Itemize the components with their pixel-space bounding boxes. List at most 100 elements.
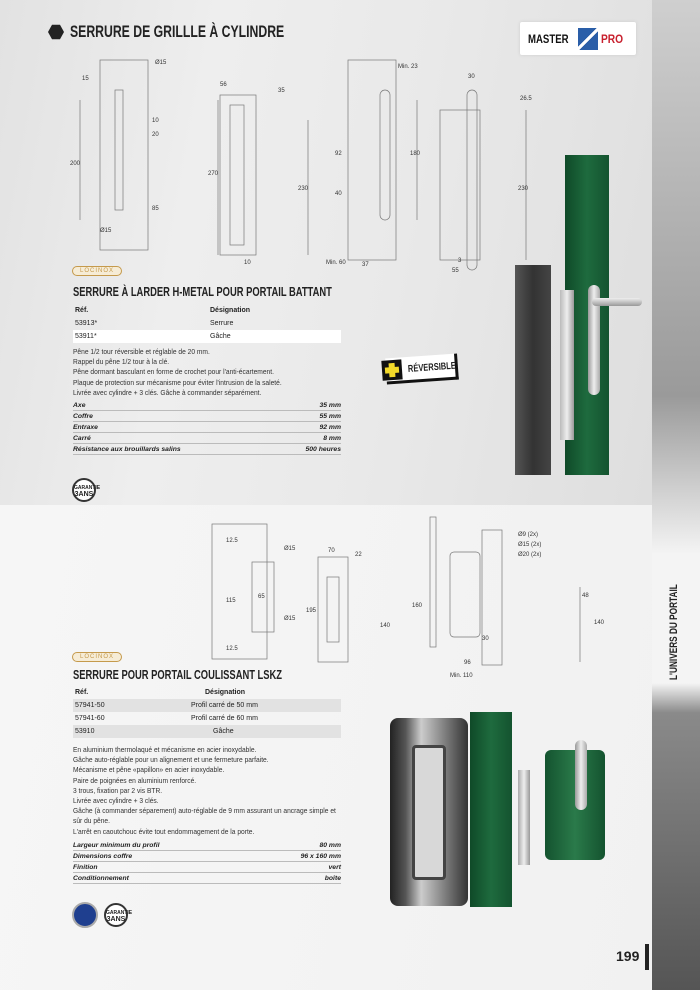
locinox-logo: LOCINOX [72,652,122,662]
dim-label: 12.5 [226,538,238,544]
technical-drawing-1: Ø15 15 200 10 20 85 Ø15 56 35 270 230 10… [70,59,532,274]
dim-label: 160 [412,603,423,609]
dim-label: Ø15 [284,616,296,622]
post-drawing [99,59,149,251]
dim-label: Ø20 (2x) [518,552,541,558]
dim-label: Min. 60 [326,260,346,266]
dim-label: 30 [468,74,475,80]
dim-label: 35 [278,88,285,94]
dim-label: 10 [244,260,251,266]
page-title: SERRURE DE GRILLLE À CYLINDRE [70,22,285,41]
eu-quality-icon [72,902,98,928]
table-header: Réf.Désignation [75,307,251,314]
table-header: Réf.Désignation [75,689,246,696]
dim-label: 140 [594,620,605,626]
dim-label: 200 [70,161,81,167]
dim-label: 230 [518,186,529,192]
dim-label: 270 [208,171,219,177]
dim-label: 65 [258,594,265,600]
dim-label: Min. 23 [398,64,418,70]
dim-label: Ø15 [155,60,167,66]
dim-label: 85 [152,206,159,212]
keeper-slot-photo [412,745,446,880]
dim-label: 3 [458,258,462,264]
dim-label: 96 [464,660,471,666]
lock-body-drawing [439,109,481,261]
dim-label: 195 [306,608,317,614]
dim-label: Ø9 (2x) [518,532,538,538]
keeper-drawing [317,556,349,663]
post-drawing [347,59,397,261]
handle-plate-photo [588,285,600,395]
dim-label: 55 [452,268,459,274]
dim-label: Ø15 [100,228,112,234]
post-drawing [481,529,503,666]
dim-label: 10 [152,118,159,124]
reversible-badge: RÉVERSIBLE [381,353,459,385]
dim-label: 26.5 [520,96,532,102]
dim-label: 37 [362,262,369,268]
green-post-photo [470,712,512,907]
description: En aluminium thermolaqué et mécanisme en… [73,745,336,836]
page-number-bar [645,944,649,970]
logo-x-icon [578,28,598,50]
table-row: 53913*Serrure [75,320,234,327]
side-label: L'UNIVERS DU PORTAIL [668,584,680,680]
dim-label: 40 [335,191,342,197]
locinox-logo: LOCINOX [72,266,122,276]
lock-drawing [219,94,257,256]
dim-label: 140 [380,623,391,629]
dim-label: 70 [328,548,335,554]
dim-label: 115 [226,598,236,604]
lock-bar-photo [518,770,530,865]
technical-drawing-2: 12.5 Ø15 115 65 Ø15 12.5 70 22 195 140 Ø… [211,516,605,679]
dim-label: 12.5 [226,646,238,652]
dim-label: Min. 110 [450,673,473,679]
post-drawing [211,523,268,660]
masterpro-logo: MASTER PRO [520,22,636,55]
dim-label: 92 [335,151,342,157]
hexagon-icon [48,24,64,40]
dim-label: 48 [582,593,589,599]
plus-icon [381,359,403,381]
page-number: 199 [616,948,640,964]
dim-label: 56 [220,82,227,88]
dim-label: 15 [82,76,89,82]
section-title: SERRURE À LARDER H-METAL POUR PORTAIL BA… [73,285,332,299]
handle-photo [592,298,642,306]
table-row: 53911*Gâche [73,330,341,343]
dim-label: 30 [482,636,489,642]
lock-box-drawing [449,551,481,638]
dim-label: 20 [152,132,159,138]
dim-label: Ø15 (2x) [518,542,541,548]
dim-label: 230 [298,186,309,192]
description: Pêne 1/2 tour réversible et réglable de … [73,347,282,397]
dim-label: 22 [355,552,362,558]
lock-plate-photo [560,290,574,440]
dim-label: Ø15 [284,546,296,552]
grey-post-photo [515,265,551,475]
reference-table: Réf.Désignation 53913*Serrure 53911*Gâch… [73,304,341,343]
gate-bar-drawing [429,516,437,648]
handle-photo [575,740,587,810]
side-strip [652,0,700,990]
dim-label: 180 [410,151,421,157]
section-title: SERRURE POUR PORTAIL COULISSANT LSKZ [73,668,283,682]
